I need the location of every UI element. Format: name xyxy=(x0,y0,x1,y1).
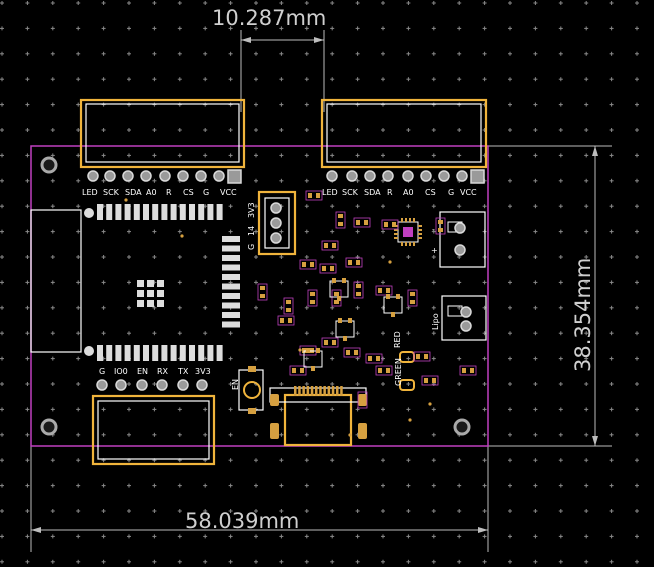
vertical-label-0: G xyxy=(247,244,256,250)
connector-top-left xyxy=(79,98,246,169)
vertical-label-2: 3V3 xyxy=(247,202,256,218)
green-led-label: GREEN xyxy=(394,358,403,386)
vertical-label-1: 14 xyxy=(247,226,256,236)
polarity-plus: + xyxy=(431,246,438,255)
bottom-label-3: RX xyxy=(157,367,169,376)
en-button-label: EN xyxy=(231,379,240,390)
header-pins-right xyxy=(326,169,485,184)
left-label-7: VCC xyxy=(220,188,237,197)
dimension-right: 38.354mm xyxy=(488,145,612,447)
polarity-minus: - xyxy=(432,225,435,234)
usb-c-connector xyxy=(269,386,367,447)
lipo-label: Lipo xyxy=(431,313,440,330)
connector-bottom xyxy=(91,394,216,466)
esp32-module xyxy=(30,204,240,361)
left-label-5: CS xyxy=(183,188,194,197)
bottom-label-1: IO0 xyxy=(114,367,128,376)
smd-components xyxy=(124,190,477,437)
green-led: GREEN xyxy=(394,358,415,391)
right-label-1: SCK xyxy=(342,188,359,197)
lipo-connector: Lipo xyxy=(431,295,487,341)
bottom-label-5: 3V3 xyxy=(195,367,211,376)
right-header-labels: LED SCK SDA R A0 CS G VCC xyxy=(322,188,477,197)
left-label-1: SCK xyxy=(103,188,120,197)
header-3pin-vertical: G 14 3V3 xyxy=(247,190,297,256)
right-label-7: VCC xyxy=(460,188,477,197)
red-led: RED xyxy=(393,331,415,363)
battery-connector: - + xyxy=(431,211,486,268)
dimension-bottom: 58.039mm xyxy=(30,445,489,552)
bottom-header-labels: G IO0 EN RX TX 3V3 xyxy=(99,367,211,376)
mounting-holes xyxy=(40,156,471,436)
grid xyxy=(0,1,639,564)
left-label-4: R xyxy=(166,188,172,197)
left-header-labels: LED SCK SDA A0 R CS G VCC xyxy=(82,188,237,197)
header-pins-bottom xyxy=(96,379,208,391)
dimension-bottom-label: 58.039mm xyxy=(185,509,299,533)
dimension-right-label: 38.354mm xyxy=(571,258,595,372)
right-label-4: A0 xyxy=(403,188,414,197)
header-pins-left xyxy=(87,169,242,184)
dimension-top-label: 10.287mm xyxy=(212,6,326,30)
right-label-2: SDA xyxy=(364,188,381,197)
right-label-6: G xyxy=(448,188,454,197)
left-label-2: SDA xyxy=(125,188,142,197)
right-label-3: R xyxy=(387,188,393,197)
red-led-label: RED xyxy=(393,331,402,348)
connector-top-right xyxy=(320,98,488,169)
bottom-label-0: G xyxy=(99,367,105,376)
bottom-label-4: TX xyxy=(177,367,189,376)
left-label-3: A0 xyxy=(146,188,157,197)
right-label-0: LED xyxy=(322,188,338,197)
left-label-6: G xyxy=(203,188,209,197)
right-label-5: CS xyxy=(425,188,436,197)
dimension-top: 10.287mm xyxy=(212,6,326,112)
qfn-chip xyxy=(394,218,422,246)
en-button: EN xyxy=(231,366,264,414)
bottom-label-2: EN xyxy=(137,367,148,376)
left-label-0: LED xyxy=(82,188,98,197)
